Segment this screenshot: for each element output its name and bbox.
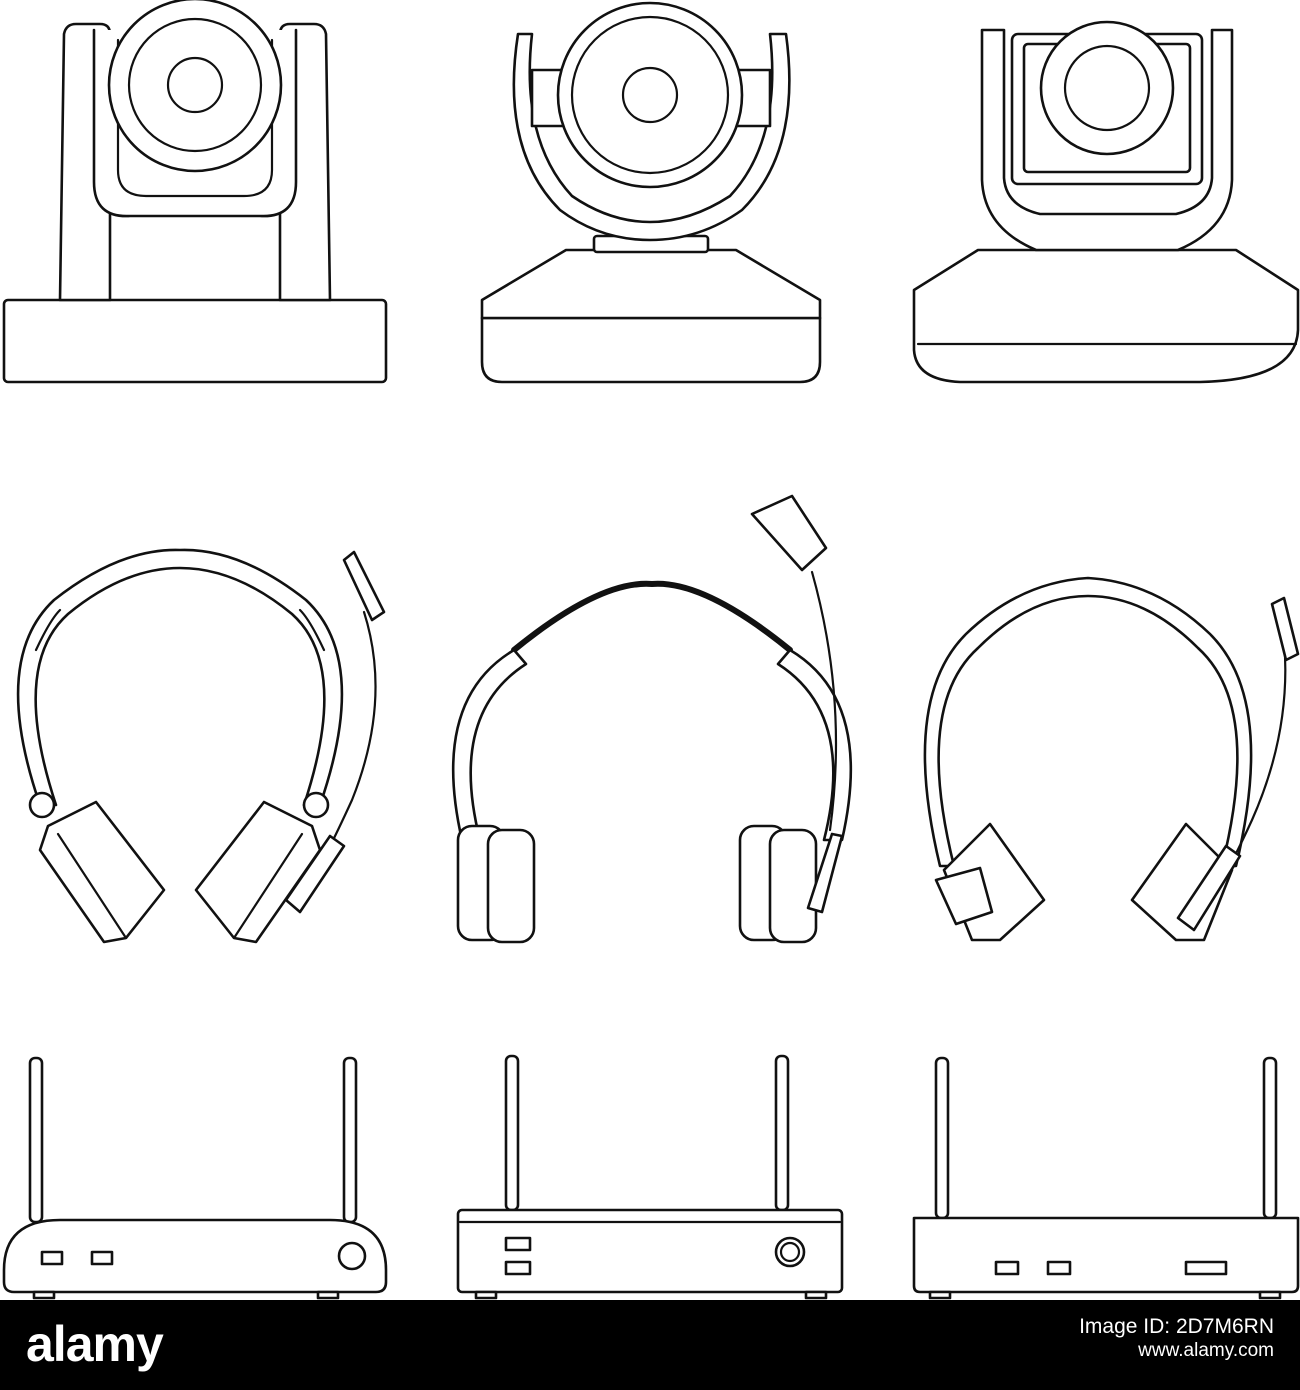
image-meta: Image ID: 2D7M6RN www.alamy.com <box>1079 1314 1274 1362</box>
headset-tall-cups-icon <box>451 494 853 944</box>
icon-set-illustration <box>2 0 1300 1300</box>
site-url: www.alamy.com <box>1138 1340 1274 1361</box>
headset-flat-cups-icon <box>16 548 386 944</box>
alamy-logo: alamy <box>26 1316 164 1372</box>
headset-tilted-cups-icon <box>923 576 1300 942</box>
router-rounded-icon <box>2 1056 388 1300</box>
stock-photo-footer: alamy Image ID: 2D7M6RN www.alamy.com <box>0 1300 1300 1390</box>
ptz-camera-rounded-base-icon <box>912 20 1300 384</box>
router-box-icon <box>456 1054 844 1300</box>
ptz-camera-trapezoid-base-icon <box>480 1 822 384</box>
image-id: Image ID: 2D7M6RN <box>1079 1315 1274 1338</box>
router-flat-icon <box>912 1056 1300 1300</box>
ptz-camera-square-base-icon <box>2 0 388 384</box>
